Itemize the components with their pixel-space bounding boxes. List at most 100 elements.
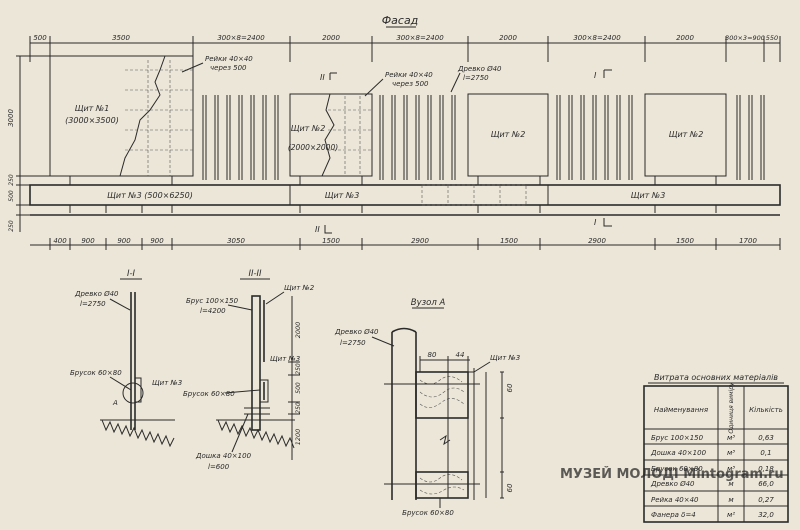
cut-2-marker-top: II: [320, 73, 325, 82]
dim-top-10: 550: [766, 34, 778, 42]
table-row-3-unit: м³: [727, 465, 735, 473]
node-a-title: Вузол А: [411, 298, 446, 308]
table-row-6-name: Фанера δ=4: [651, 511, 696, 519]
top-dimension-chain: 500 3500 300×8=2400 2000 300×8=2400 2000…: [29, 34, 781, 62]
shield-1: Щит №1 (3000×3500) Рейки 40×40 через 500: [49, 55, 253, 177]
section-2-dim-2: 250: [295, 363, 302, 375]
node-a-block: Брусок 60×80: [402, 509, 454, 517]
section-1-title: I-I: [127, 269, 136, 279]
shield-2a-size: (2000×2000): [288, 143, 338, 152]
section-1-node: А: [112, 399, 118, 407]
dim-h-500: 500: [8, 190, 15, 202]
section-2-block: Брусок 60×80: [183, 390, 235, 398]
section-1-pole: Древко Ø40: [74, 290, 119, 298]
table-row-1-unit: м³: [727, 434, 735, 442]
height-dimension-chain: 3000 250 500 250: [7, 55, 50, 232]
watermark: МУЗЕЙ МОЛОДІ Mintogram.ru: [560, 466, 784, 482]
table-header-name: Найменування: [654, 406, 708, 414]
section-2-beam-len: l=4200: [200, 307, 226, 315]
dim-top-8: 2000: [676, 34, 694, 42]
node-a-dim-60b: 60: [506, 483, 514, 492]
table-row-4-unit: м: [728, 480, 734, 488]
shield-2a-label: Щит №2: [291, 124, 326, 133]
dim-top-3: 300×8=2400: [217, 34, 265, 42]
shield-3b-label: Щит №3: [325, 191, 360, 200]
shield-2-first: Щит №2 (2000×2000) Рейки 40×40 через 500…: [288, 71, 433, 177]
shield-3a-label: Щит №3 (500×6250): [107, 191, 193, 200]
dim-top-1: 500: [33, 34, 47, 42]
section-1-pole-len: l=2750: [80, 300, 106, 308]
node-a-shield: Щит №3: [490, 354, 520, 362]
section-2-dim-1: 2000: [294, 322, 302, 339]
shield-3c-label: Щит №3: [631, 191, 666, 200]
section-2-title: II-II: [248, 269, 262, 279]
node-a-pole-len: l=2750: [340, 339, 366, 347]
rails-2-label: Рейки 40×40: [385, 71, 433, 79]
table-row-6-unit: м²: [727, 511, 735, 519]
section-2-shield3: Щит №3: [270, 355, 300, 363]
dim-h-250b: 250: [8, 220, 15, 232]
table-row-5-unit: м: [728, 496, 734, 504]
table-row-6-qty: 32,0: [758, 511, 774, 519]
table-row-4-qty: 66,0: [758, 480, 774, 488]
table-header-qty: Кількість: [749, 406, 783, 414]
table-row-5-qty: 0,27: [758, 496, 774, 504]
table-row-2-qty: 0,1: [760, 449, 771, 457]
node-a-dim-60a: 60: [506, 383, 514, 392]
dim-h-3000: 3000: [7, 109, 15, 127]
table-header-unit: Одиниця виміру: [728, 382, 735, 434]
rails-1-label: Рейки 40×40: [205, 55, 253, 63]
table-row-2-unit: м³: [727, 449, 735, 457]
dim-bot-3: 900: [117, 237, 131, 245]
poles-group-1: [202, 95, 279, 180]
dim-top-5: 300×8=2400: [396, 34, 444, 42]
section-2-shield2: Щит №2: [284, 284, 315, 292]
dim-bot-2: 900: [81, 237, 95, 245]
dim-bot-5: 3050: [227, 237, 245, 245]
dim-bot-11: 1700: [739, 237, 757, 245]
shield-1-size: (3000×3500): [65, 116, 119, 125]
section-2-beam: Брус 100×150: [186, 297, 239, 305]
node-a-detail: Вузол А 80 44 60 60 Древко Ø40 l=2750 Щи…: [334, 298, 520, 517]
dim-bot-1: 400: [53, 237, 67, 245]
pole-length-top: l=2750: [463, 74, 489, 82]
drawing-title: Фасад: [382, 14, 419, 27]
shield-2c-label: Щит №2: [669, 130, 704, 139]
section-2-dim-4: 250: [295, 402, 302, 414]
shield-1-label: Щит №1: [75, 104, 110, 113]
cut-2-marker-bot: II: [315, 225, 320, 234]
node-a-dim-44: 44: [456, 351, 465, 359]
section-2-dim-5: 1200: [294, 429, 302, 446]
materials-table-title: Витрата основних матеріалів: [654, 373, 778, 382]
rails-2-step: через 500: [392, 80, 429, 88]
dim-bot-8: 1500: [500, 237, 518, 245]
node-a-pole: Древко Ø40: [334, 328, 379, 336]
shield-2b-label: Щит №2: [491, 130, 526, 139]
poles-group-3: [556, 95, 633, 180]
table-row-1-qty: 0,63: [758, 434, 774, 442]
shield-3-strip: Щит №3 (500×6250) Щит №3 Щит №3: [29, 184, 781, 216]
dim-top-7: 300×8=2400: [573, 34, 621, 42]
shield-2-third: Щит №2: [644, 93, 727, 177]
dim-bot-9: 2900: [588, 237, 606, 245]
table-row-1-name: Брус 100×150: [651, 434, 704, 442]
dim-bot-10: 1500: [676, 237, 694, 245]
cut-1-marker-bot: I: [594, 218, 597, 227]
table-row-3-qty: 0,18: [758, 465, 774, 473]
dim-top-2: 3500: [112, 34, 130, 42]
section-2-2: II-II Брус 100×150 l=4200 Щит №2 Щит №3 …: [183, 269, 315, 471]
dim-top-6: 2000: [499, 34, 517, 42]
dim-top-9: 300×3=900: [725, 34, 765, 42]
poles-group-4: [736, 95, 765, 180]
section-1-shield: Щит №3: [152, 379, 182, 387]
table-row-3-name: Брусок 60×80: [651, 465, 703, 473]
materials-table: Витрата основних матеріалів Найменування…: [643, 373, 789, 523]
cut-1-marker-top: I: [594, 71, 597, 80]
dim-bot-7: 2900: [411, 237, 429, 245]
section-2-dim-3: 500: [295, 382, 302, 394]
section-1-1: I-I Древко Ø40 l=2750 Щит №3 Брусок 60×8…: [70, 269, 182, 448]
dim-top-4: 2000: [322, 34, 340, 42]
section-2-board-len: l=600: [208, 463, 230, 471]
ground-posts: [69, 176, 717, 213]
